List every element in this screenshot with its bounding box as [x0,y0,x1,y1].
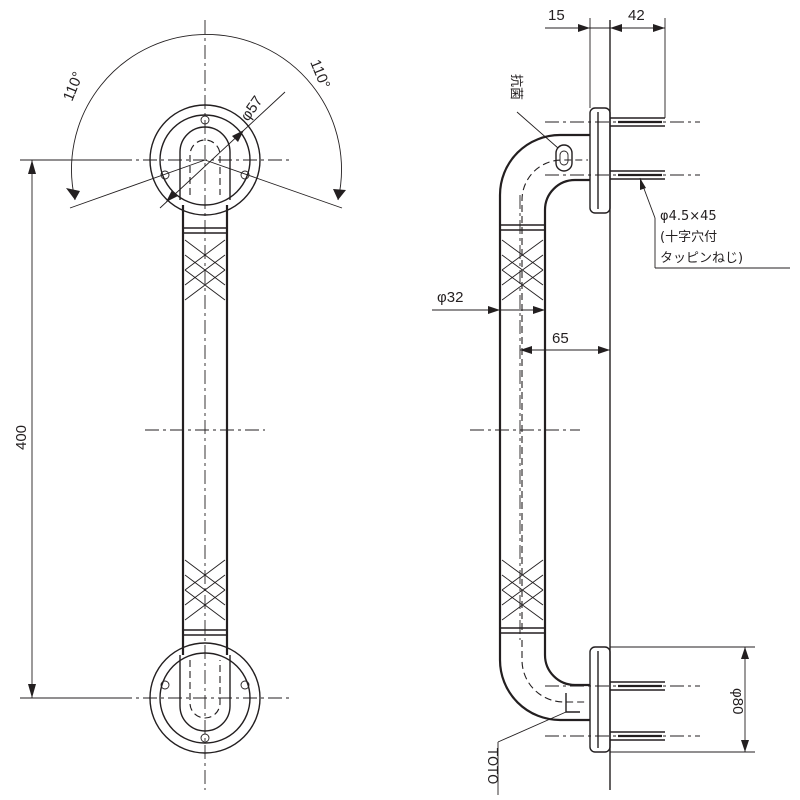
top-flange-inner [159,114,251,206]
base-diameter-label: φ80 [729,688,746,714]
length-label: 400 [13,425,30,450]
length-arrow-top [28,160,36,174]
top-elbow-hidden [189,139,221,195]
top-dim-a-label: 15 [548,7,565,24]
bar-outer-profile-bottom [498,640,590,722]
screw-spec-line3: タッピンねじ) [660,251,743,266]
diameter-arrow-a [166,190,178,202]
bar-outer-profile [498,133,590,640]
arc-arrow-right [333,189,346,200]
antibacterial-badge-outer [555,144,573,172]
angle-label-left: 110° [60,69,87,103]
bar-hidden-top [521,159,588,630]
angle-label-right: 110° [306,57,333,91]
antibacterial-leader [516,111,559,149]
antibacterial-label: 抗菌 [508,74,523,100]
dim42-arrow-left [610,24,622,32]
angle-ray-right [204,159,343,209]
brand-leader [497,711,567,743]
length-arrow-bottom [28,684,36,698]
flange-diameter-leader [159,91,286,209]
bar-inner-profile-bottom [543,640,590,687]
diameter-arrow-b [232,130,244,142]
bar-inner-profile [543,178,590,640]
antibacterial-badge-inner [559,150,569,166]
bottom-elbow-outline [179,655,231,732]
screw-spec-arrow [640,178,646,190]
bar-diameter-label: φ32 [437,289,463,306]
bar-diameter-arrow-a [488,306,500,314]
dim42-arrow-right [653,24,665,32]
projection-label: 65 [552,330,569,347]
bottom-elbow-hidden [189,660,221,719]
side-view: 15 42 抗菌 φ4.5×45 (十字穴付 タッピンねじ) φ32 65 φ8… [432,7,790,795]
screw-spec-line2: (十字穴付 [660,230,717,245]
side-knurl-bottom [501,559,544,621]
side-knurl-top [501,239,544,301]
front-view: 110° 110° φ57 [13,20,346,790]
top-screw-heads [160,115,250,180]
top-flange-outer [149,104,261,216]
bottom-screw-heads [160,680,250,743]
bar-hidden-bottom [521,640,588,703]
bottom-flange-inner [159,652,251,744]
knurl-pattern-top [184,239,226,301]
bar-diameter-arrow-b [533,306,545,314]
top-dim-b-label: 42 [628,7,645,24]
arc-arrow-left [66,188,80,200]
screw-spec-line1: φ4.5×45 [660,209,717,224]
projection-arrow-right [598,346,610,354]
rotation-arc [71,34,342,201]
bottom-flange-outer [149,642,261,754]
projection-arrow-left [520,346,532,354]
base-diameter-arrow-top [741,647,749,659]
base-diameter-arrow-bottom [741,740,749,752]
brand-label: TOTO [484,747,499,784]
knurl-pattern-bottom [184,559,226,621]
dim15-arrow-right [578,24,590,32]
bottom-side-flange [589,646,611,753]
angle-ray-left [69,159,206,209]
top-side-flange [589,107,611,214]
